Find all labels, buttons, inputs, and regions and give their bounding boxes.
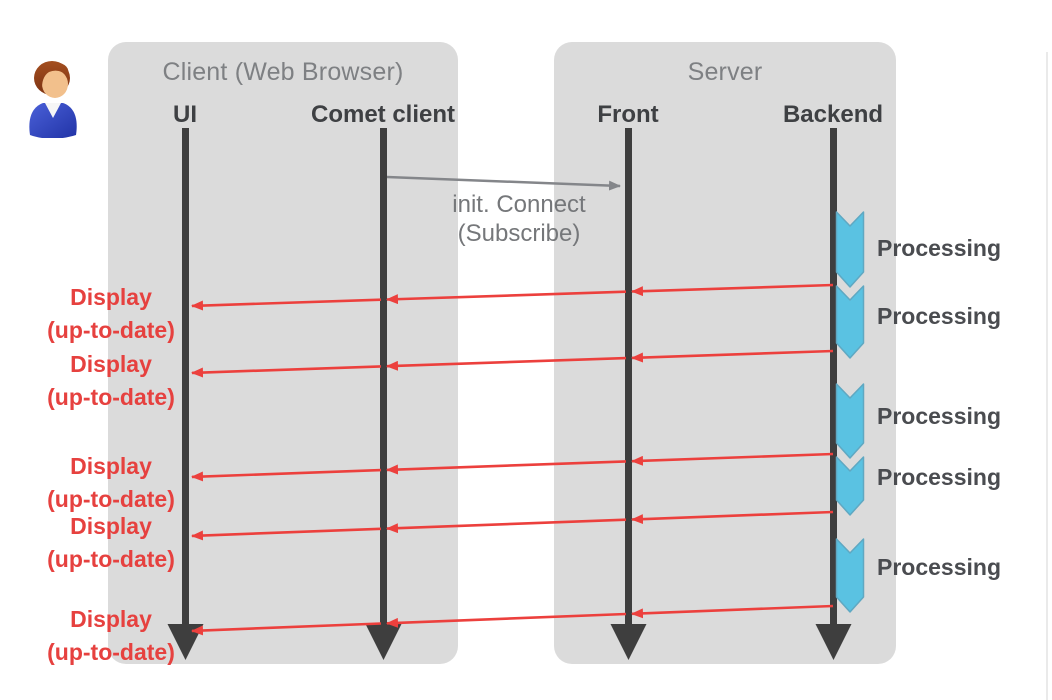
display-update-label-2: Display (up-to-date) <box>11 348 211 414</box>
processing-chevron-1-icon <box>835 211 865 288</box>
processing-chevron-5-icon <box>835 538 865 613</box>
lifeline-comet-arrowhead-icon <box>365 624 402 660</box>
display-update-label-4-line2: (up-to-date) <box>47 546 175 572</box>
lifeline-comet-client <box>365 128 402 660</box>
right-edge-border <box>1046 52 1048 700</box>
display-update-label-5-line2: (up-to-date) <box>47 639 175 665</box>
init-connect-label: init. Connect (Subscribe) <box>429 190 609 248</box>
processing-label-1: Processing <box>877 235 1001 261</box>
processing-chevron-3-icon <box>835 383 865 459</box>
update-messages <box>191 283 834 636</box>
lifeline-header-comet-client: Comet client <box>310 101 456 128</box>
lifeline-header-backend: Backend <box>782 101 884 128</box>
client-panel <box>108 42 458 664</box>
user-icon-svg <box>29 61 77 139</box>
init-connect-arrow <box>386 175 621 191</box>
processing-label-4: Processing <box>877 464 1001 490</box>
server-panel-title: Server <box>687 58 763 86</box>
update-message-3 <box>191 452 834 482</box>
display-update-label-2-line1: Display <box>70 351 152 377</box>
display-update-label-4-line1: Display <box>70 513 152 539</box>
update-message-4 <box>191 510 834 541</box>
lifeline-backend-arrowhead-icon <box>815 624 852 660</box>
init-connect-label-line1: init. Connect <box>452 191 586 218</box>
display-update-label-5: Display (up-to-date) <box>11 603 211 669</box>
display-update-label-3: Display (up-to-date) <box>11 450 211 516</box>
lifeline-header-front: Front <box>597 101 659 128</box>
display-update-label-1-line2: (up-to-date) <box>47 317 175 343</box>
processing-chevron-4-icon <box>835 456 865 516</box>
processing-label-3: Processing <box>877 403 1001 429</box>
processing-label-5: Processing <box>877 554 1001 580</box>
client-panel-title: Client (Web Browser) <box>162 58 404 86</box>
display-update-label-2-line2: (up-to-date) <box>47 384 175 410</box>
display-update-label-4: Display (up-to-date) <box>11 510 211 576</box>
display-update-label-1-line1: Display <box>70 284 152 310</box>
display-update-label-1: Display (up-to-date) <box>11 281 211 347</box>
update-message-5 <box>191 604 834 636</box>
user-icon <box>22 52 84 139</box>
update-message-2 <box>191 349 834 378</box>
display-update-label-5-line1: Display <box>70 606 152 632</box>
init-connect-label-line2: (Subscribe) <box>457 220 581 247</box>
lifeline-front <box>610 128 647 660</box>
processing-chevron-2-icon <box>835 285 865 359</box>
display-update-label-3-line2: (up-to-date) <box>47 486 175 512</box>
update-message-1 <box>191 283 834 311</box>
lifeline-backend <box>815 128 852 660</box>
lifeline-header-ui: UI <box>173 101 197 128</box>
display-update-label-3-line1: Display <box>70 453 152 479</box>
processing-label-2: Processing <box>877 303 1001 329</box>
lifeline-front-arrowhead-icon <box>610 624 647 660</box>
processing-chevrons <box>835 211 865 613</box>
